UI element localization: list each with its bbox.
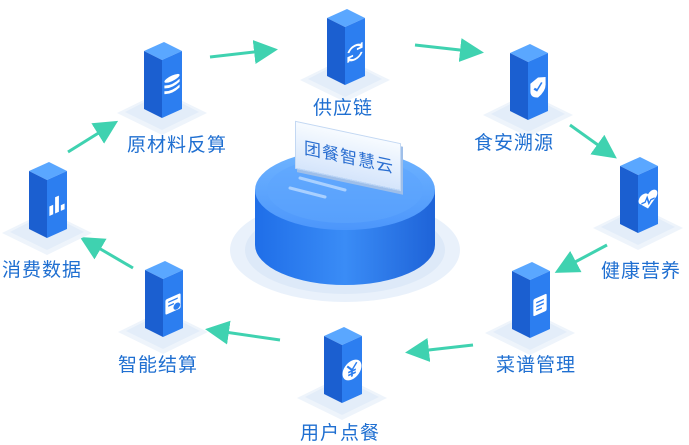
- document-icon: [533, 293, 547, 317]
- node-consumption-data: [0, 153, 102, 263]
- refresh-icon: [347, 41, 363, 63]
- label-health-nutrition: 健康营养: [601, 260, 682, 282]
- node-food-traceability: [473, 35, 583, 145]
- invoice-icon: [165, 293, 181, 315]
- arrow-raw-to-supply: [209, 40, 278, 64]
- arrow-health-to-menu: [554, 243, 608, 273]
- shield-check-icon: [530, 76, 546, 98]
- yen-icon: [342, 359, 362, 381]
- arrow-ordering-to-settlement: [205, 320, 281, 345]
- node-user-ordering: [287, 318, 397, 428]
- label-food-traceability: 食安溯源: [474, 132, 555, 154]
- label-user-ordering: 用户点餐: [300, 422, 381, 444]
- label-smart-settlement: 智能结算: [118, 354, 199, 376]
- node-smart-settlement: [108, 252, 218, 362]
- label-menu-management: 菜谱管理: [496, 354, 577, 376]
- node-menu-management: [475, 253, 585, 363]
- label-raw-materials: 原材料反算: [127, 134, 228, 156]
- bar-chart-icon: [49, 195, 65, 216]
- node-supply-chain: [290, 0, 400, 110]
- arrow-settlement-to-consumption: [79, 236, 134, 270]
- node-raw-materials: [107, 33, 217, 143]
- arrow-trace-to-health: [569, 123, 617, 159]
- database-icon: [164, 73, 180, 95]
- heartbeat-icon: [638, 189, 658, 209]
- arrow-menu-to-ordering: [405, 338, 474, 362]
- node-health-nutrition: [583, 148, 689, 258]
- arrow-consumption-to-raw: [67, 120, 119, 154]
- label-supply-chain: 供应链: [313, 97, 374, 119]
- label-consumption-data: 消费数据: [2, 259, 83, 281]
- arrow-supply-to-trace: [414, 38, 484, 62]
